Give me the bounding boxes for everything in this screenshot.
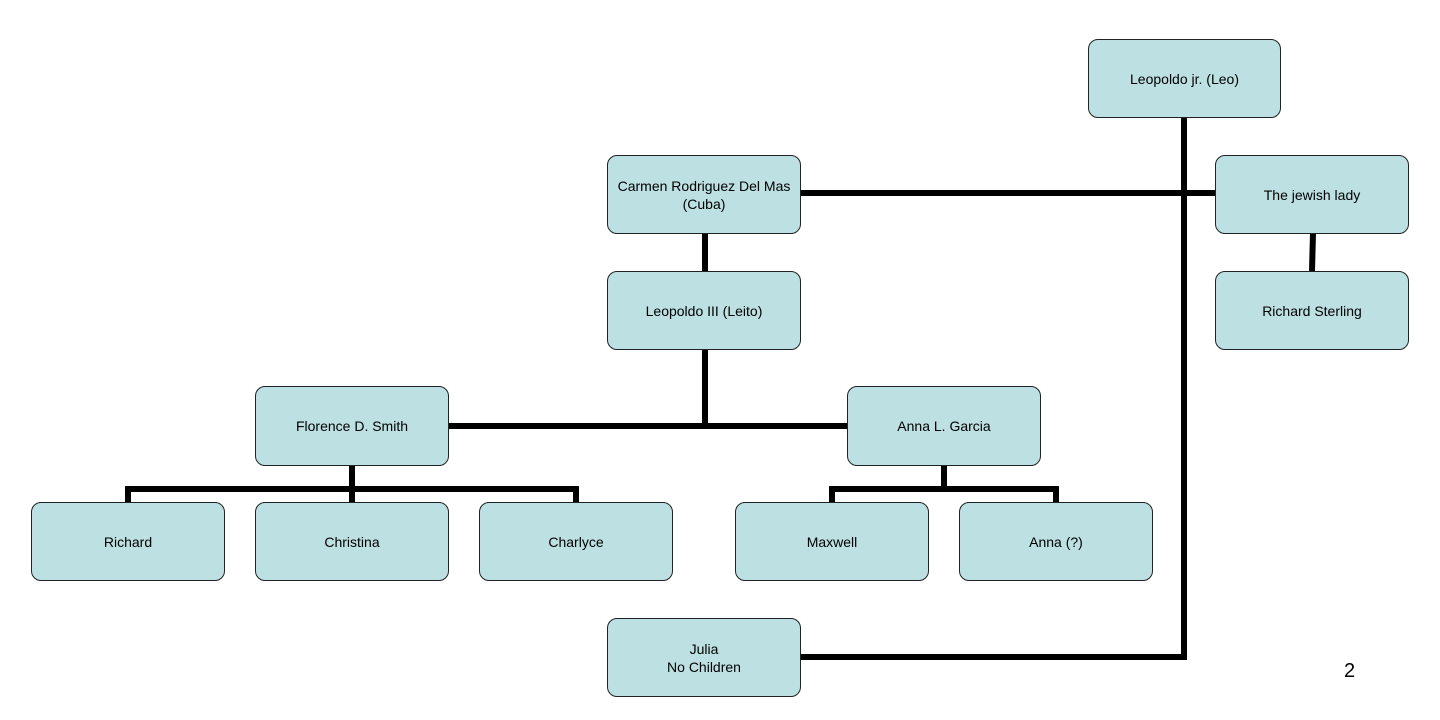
connector-anna-children xyxy=(829,486,1059,502)
node-label: Christina xyxy=(324,533,380,550)
node-label: Anna L. Garcia xyxy=(897,418,991,434)
node-label: Leopoldo III (Leito) xyxy=(645,302,763,319)
node-florence[interactable]: Florence D. Smith xyxy=(255,386,449,466)
node-richard-sterling[interactable]: Richard Sterling xyxy=(1215,271,1409,350)
node-carmen[interactable]: Carmen Rodriguez Del Mas (Cuba) xyxy=(607,155,801,234)
node-label: Richard xyxy=(103,533,153,550)
node-leopoldo-iii[interactable]: Leopoldo III (Leito) xyxy=(607,271,801,350)
node-charlyce[interactable]: Charlyce xyxy=(479,502,673,581)
node-richard[interactable]: Richard xyxy=(31,502,225,581)
node-maxwell[interactable]: Maxwell xyxy=(735,502,929,581)
node-label: Maxwell xyxy=(806,533,858,550)
page-number: 2 xyxy=(1344,660,1356,682)
node-label: Anna (?) xyxy=(1029,533,1083,550)
connector-jewish-lady-richard-sterling xyxy=(1309,232,1316,272)
connector-leo-julia xyxy=(800,117,1187,660)
node-label: Florence D. Smith xyxy=(295,418,409,434)
node-jewish-lady[interactable]: The jewish lady xyxy=(1215,155,1409,234)
node-anna-unknown[interactable]: Anna (?) xyxy=(959,502,1153,581)
node-anna-garcia[interactable]: Anna L. Garcia xyxy=(847,386,1041,466)
node-label: Leopoldo jr. (Leo) xyxy=(1130,70,1239,87)
node-label: Charlyce xyxy=(548,533,604,550)
node-julia[interactable]: Julia No Children xyxy=(607,618,801,697)
node-label: Carmen Rodriguez Del Mas (Cuba) xyxy=(617,177,791,212)
node-label: Richard Sterling xyxy=(1262,302,1362,319)
node-leopoldo-jr[interactable]: Leopoldo jr. (Leo) xyxy=(1088,39,1281,118)
node-label: Julia No Children xyxy=(667,640,741,675)
node-christina[interactable]: Christina xyxy=(255,502,449,581)
node-label: The jewish lady xyxy=(1263,186,1361,203)
